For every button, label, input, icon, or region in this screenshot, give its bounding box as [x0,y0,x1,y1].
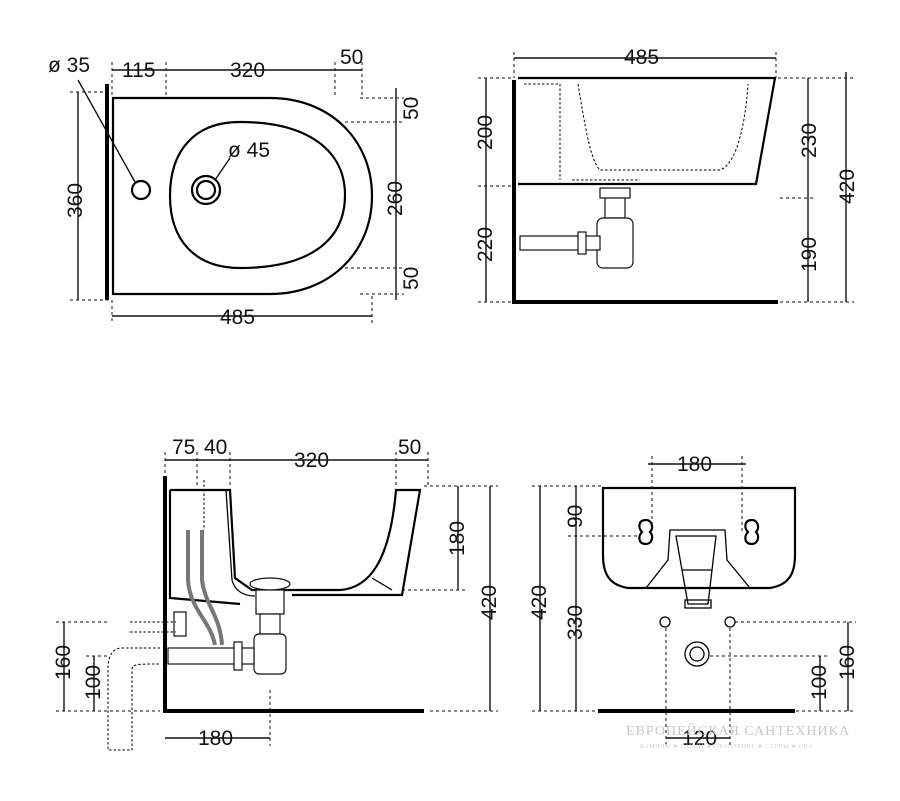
label-485-bottom: 485 [220,306,255,329]
leader-hole-35 [77,79,136,183]
label-50-right-top: 50 [400,97,423,120]
bidet-outline-top [111,96,374,296]
drain-flange [249,577,291,591]
waste-pipe [167,647,255,665]
tap-hole-icon [130,179,152,201]
bowl-inner-top [168,120,347,270]
side-view: 485 200 220 230 190 420 [474,46,859,304]
label-420-section: 420 [478,585,501,620]
top-view: ø 35 115 320 50 ø 45 360 50 260 50 485 [48,46,423,329]
label-180-right: 180 [446,521,469,556]
drain-housing [645,529,751,589]
supply-hose-2 [200,530,224,646]
angle-valve-icon [173,611,187,637]
label-190: 190 [798,237,821,272]
watermark: ЕВРОПЕЙСКАЯ САНТЕХНИКА КАМИНЫ ★ САУНЫ ★ … [626,722,850,750]
section-view: 75 40 320 50 180 420 160 100 180 [52,436,501,751]
label-100-left: 100 [82,665,105,700]
label-100-right: 100 [808,665,831,700]
outlet-stub [684,599,712,609]
label-420: 420 [836,169,859,204]
label-320-section: 320 [294,449,329,472]
drain-neck [259,613,281,635]
body-thin [371,577,393,591]
label-115: 115 [122,59,155,82]
watermark-tagline: КАМИНЫ ★ САУНЫ ★ ОТОПЛЕНИЕ ★ САУНЫ ★ СПА [640,743,813,750]
body-line [168,490,241,606]
label-50-top: 50 [340,46,363,69]
label-50-right-bottom: 50 [400,267,423,290]
label-90: 90 [564,505,587,528]
outlet-pipe-dashed [107,647,161,751]
label-260: 260 [384,181,407,216]
mount-slot-left-icon [638,518,654,546]
label-hole-45: ø 45 [228,139,270,162]
label-40: 40 [204,436,227,459]
label-180-top: 180 [677,453,712,476]
label-485-top: 485 [624,46,659,69]
label-50-section: 50 [398,436,421,459]
body-thin [675,535,717,571]
drain-body [255,589,285,615]
label-180-bottom: 180 [198,727,233,750]
drain-flange [599,187,631,199]
label-200: 200 [474,115,497,150]
body-thin [681,569,713,605]
label-hole-35: ø 35 [48,54,90,77]
trap-icon [596,217,634,269]
supply-hose-1 [186,530,217,646]
label-220: 220 [474,227,497,262]
label-320: 320 [230,59,265,82]
leader-hole-45 [214,157,231,181]
pipe-nut [577,231,587,255]
drain-inner-icon [195,179,217,201]
hidden-line [130,621,176,633]
label-230: 230 [798,123,821,158]
hidden-line [524,83,561,180]
pipe-nut [233,641,243,671]
waste-hole-outer-icon [684,641,710,667]
drain-body [604,197,626,219]
label-160-left: 160 [52,645,75,680]
trap-icon [253,633,287,675]
waste-pipe [519,235,601,251]
waste-hole-inner-icon [689,646,705,662]
label-120-bottom: 120 [682,727,717,750]
bidet-outline-side [518,76,777,186]
label-75: 75 [172,436,195,459]
mount-slot-right-icon [744,518,760,546]
watermark-brand: ЕВРОПЕЙСКАЯ САНТЕХНИКА [626,722,850,739]
bidet-outline-back [601,486,797,590]
back-view: 180 90 420 330 100 160 120 [528,453,859,750]
label-360: 360 [64,183,87,218]
bolt-hole-icon [659,616,671,628]
bolt-hole-icon [724,616,736,628]
hidden-line [577,83,749,171]
body-thin [225,489,256,597]
label-330: 330 [564,605,587,640]
label-420-back: 420 [528,585,551,620]
label-160-right: 160 [836,645,859,680]
drain-outer-icon [190,174,222,206]
bidet-outline-section [170,488,422,597]
